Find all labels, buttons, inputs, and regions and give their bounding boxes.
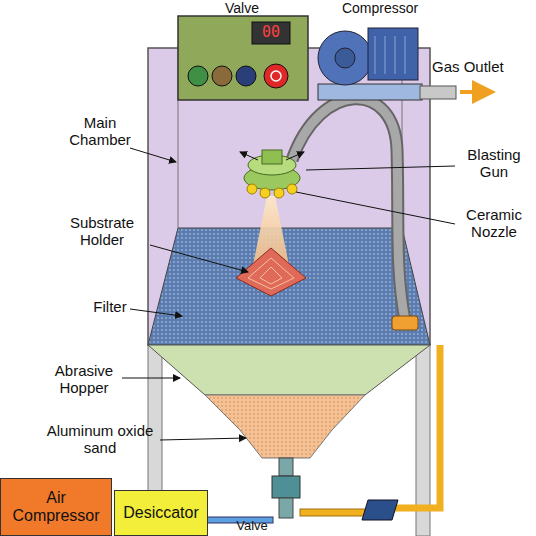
desiccator-box: Desiccator [114, 490, 208, 536]
abrasive-hopper [148, 345, 430, 395]
leader-line [286, 152, 304, 160]
pipe-valve [362, 500, 398, 520]
blasting-gun [262, 150, 282, 164]
compressor-box: Air Compressor [0, 478, 112, 536]
node-text: Air Compressor [12, 489, 99, 524]
part-label: Gas Outlet [432, 58, 532, 75]
air-pipe [300, 509, 370, 516]
exhaust-blower [395, 36, 396, 74]
control-box [264, 64, 288, 88]
leader-line [130, 148, 176, 162]
abrasive-sand [205, 395, 365, 458]
exhaust-blower [318, 84, 422, 100]
part-label: Valve [228, 519, 276, 534]
part-label: Substrate Holder [54, 214, 150, 249]
control-box [178, 16, 308, 100]
exhaust-blower [405, 36, 406, 74]
exhaust-blower [368, 28, 418, 80]
exhaust-blower [335, 48, 355, 68]
exhaust-blower [318, 31, 372, 85]
control-box [188, 66, 208, 86]
control-box [236, 66, 256, 86]
ceramic-nozzle [274, 188, 284, 198]
control-box [271, 71, 281, 81]
hopper-valve [279, 498, 293, 518]
outlet-arrow [460, 90, 492, 94]
blast-hose [292, 99, 418, 330]
part-label: Valve [212, 0, 272, 16]
control-box [212, 66, 232, 86]
blast-hose [292, 99, 405, 320]
part-label: Compressor [330, 0, 430, 16]
feed-pipe [395, 345, 440, 508]
leader-line [306, 166, 455, 170]
hopper-valve [272, 476, 300, 498]
part-label: Blasting Gun [456, 146, 532, 181]
ceramic-nozzle [260, 188, 270, 198]
ceramic-nozzle [247, 184, 257, 194]
display-digits: 00 [252, 24, 290, 41]
blast-hose [392, 316, 418, 330]
exhaust-blower [385, 36, 386, 74]
ceramic-nozzle [287, 184, 297, 194]
part-label: Filter [88, 298, 132, 315]
leader-line [150, 245, 248, 272]
abrasive-sand [205, 395, 365, 458]
leader-line [122, 148, 455, 440]
control-box [178, 16, 308, 100]
leader-line [296, 192, 455, 224]
leader-line [130, 309, 182, 316]
part-label: Ceramic Nozzle [456, 206, 532, 241]
hopper-valve [279, 458, 293, 476]
substrate-holder [248, 258, 294, 289]
substrate-holder [260, 267, 282, 284]
exhaust-blower [420, 86, 456, 99]
part-label: Main Chamber [60, 114, 140, 149]
part-label: Aluminum oxide sand [40, 422, 160, 457]
filter-plate [148, 228, 430, 345]
ceramic-nozzle [247, 184, 297, 198]
leader-line [240, 152, 258, 160]
leader-line [122, 378, 180, 379]
control-box [252, 22, 290, 44]
exhaust-blower [375, 36, 376, 74]
pipe-valve [362, 500, 398, 520]
air-pipe [207, 509, 370, 523]
leader-line [160, 438, 246, 440]
blast-hose [292, 99, 405, 320]
outlet-arrow [460, 92, 492, 93]
part-label: Abrasive Hopper [42, 362, 126, 397]
filter-plate [148, 228, 430, 345]
abrasive-hopper [148, 345, 430, 395]
node-text: Desiccator [123, 504, 199, 522]
hopper-valve [272, 458, 300, 518]
feed-pipe [395, 345, 440, 508]
